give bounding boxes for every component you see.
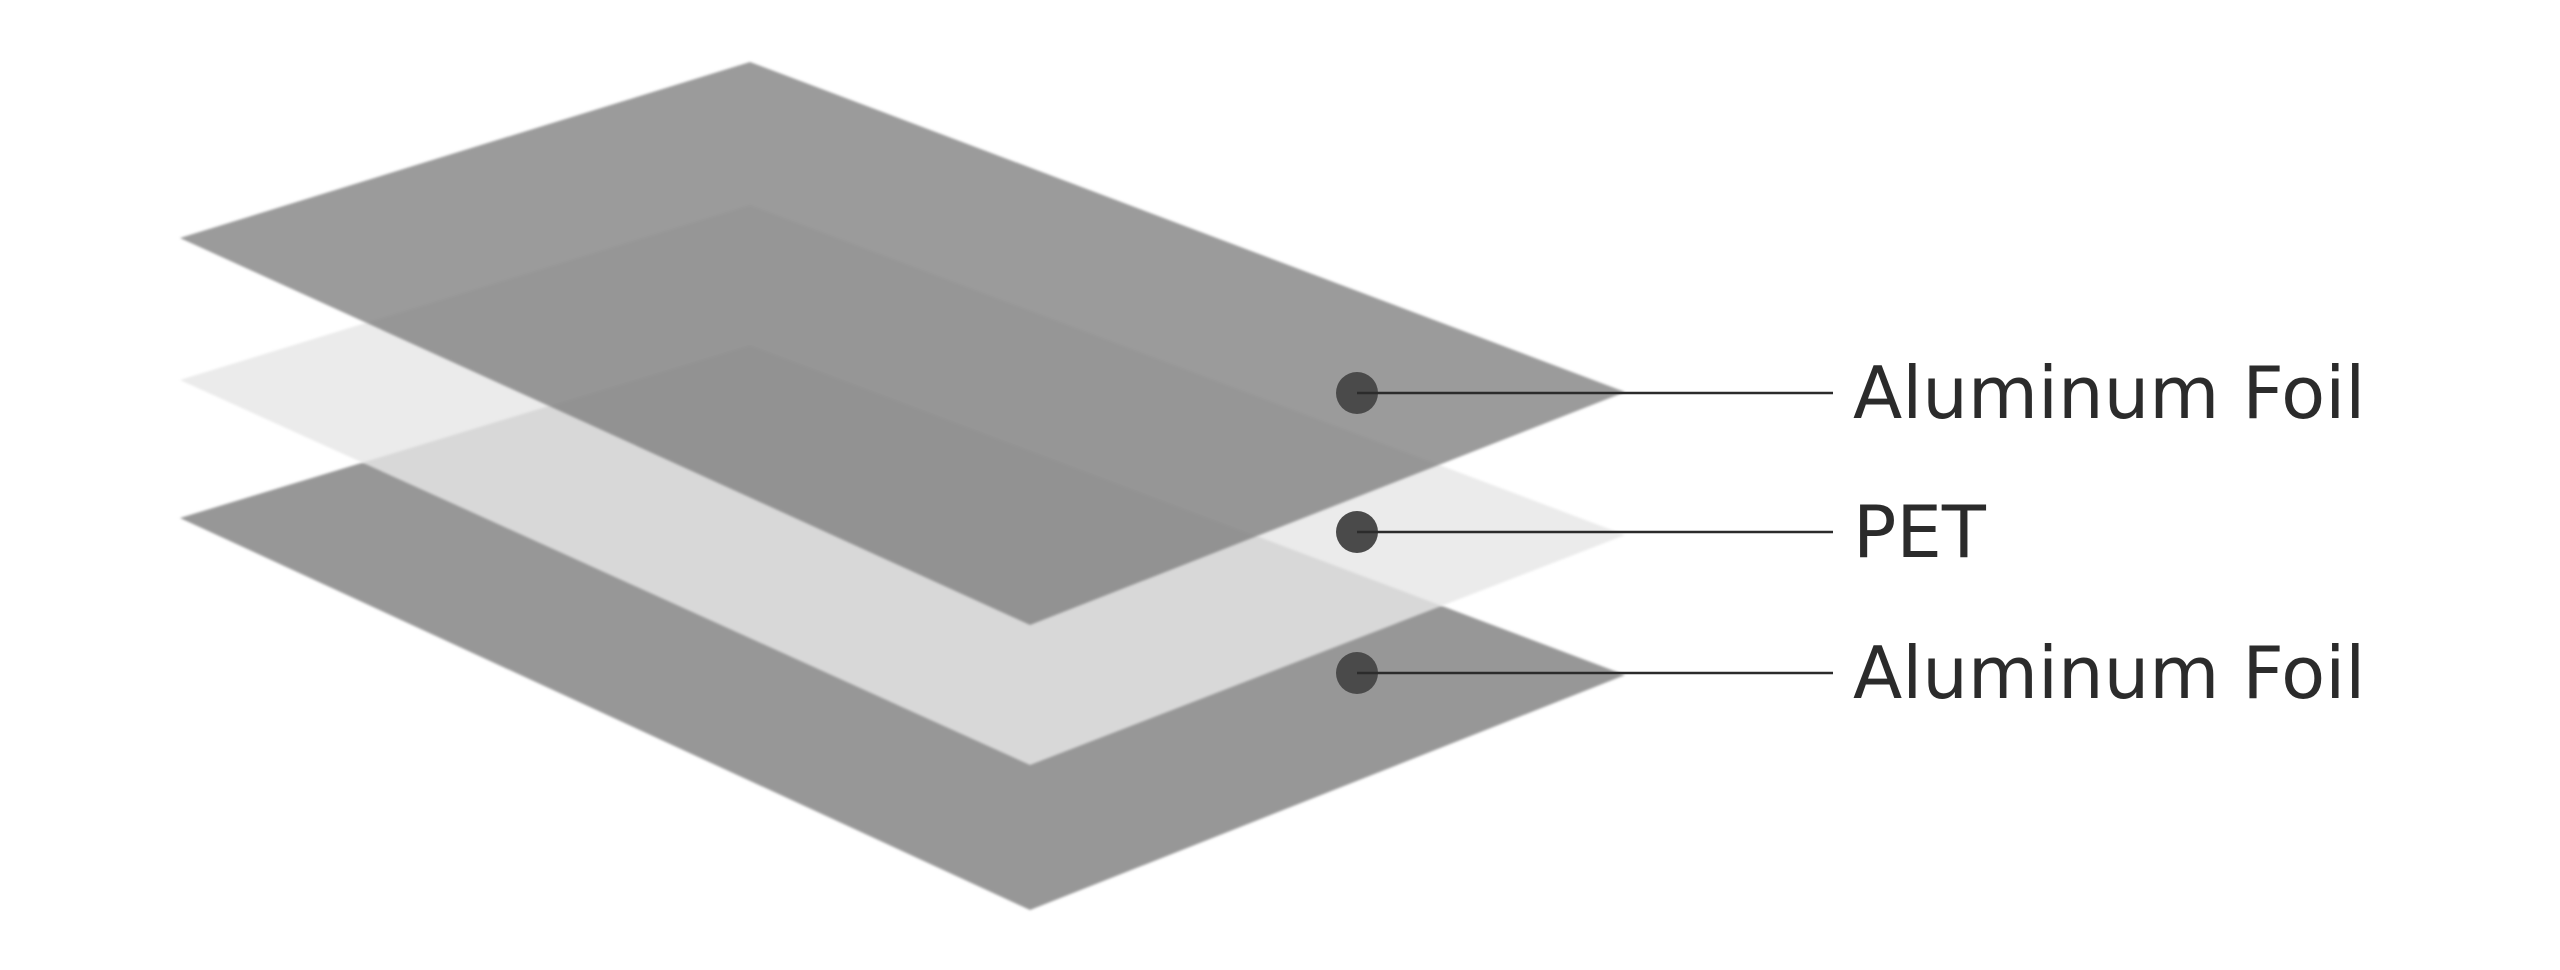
bottom-layer-label: Aluminum Foil [1853,631,2365,715]
top-foil-sheet [180,62,1625,625]
pet-layer-label: PET [1853,490,1987,574]
top-layer-label: Aluminum Foil [1853,351,2365,435]
